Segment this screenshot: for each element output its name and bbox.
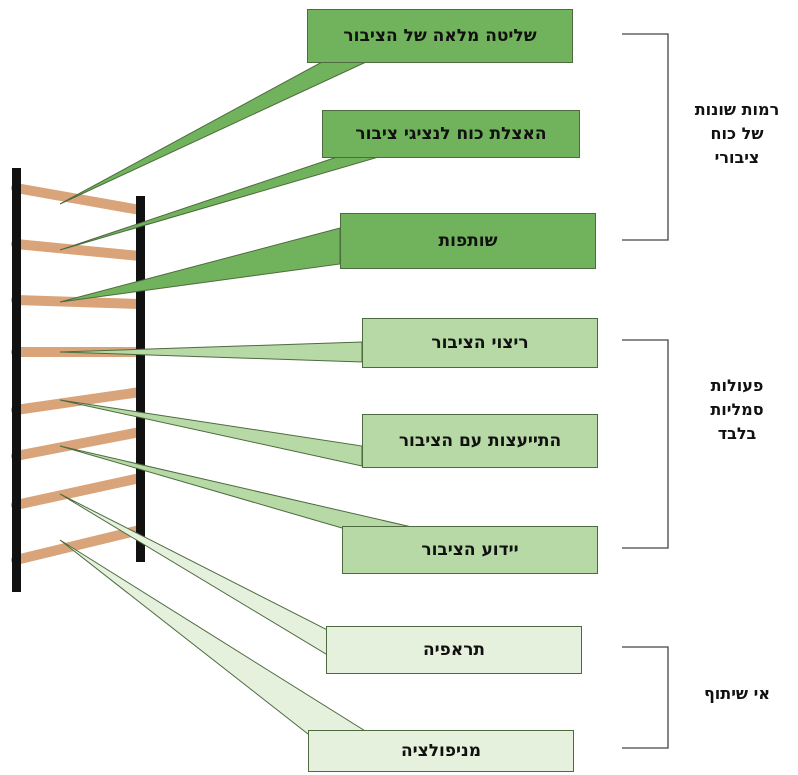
bracket-power <box>622 33 669 241</box>
ladder-rung <box>11 387 145 415</box>
rung-therapy: תראפיה <box>326 626 582 674</box>
bracket-nonparticipation <box>622 646 669 749</box>
rung-delegated-power: האצלת כוח לנציגי ציבור <box>322 110 580 158</box>
ladder-rungs <box>11 183 145 565</box>
callout-pointers <box>59 61 417 735</box>
rung-manipulation: מניפולציה <box>308 730 574 772</box>
ladder-rung <box>11 427 145 461</box>
ladder-rung <box>11 473 145 510</box>
group-label-power: רמות שונות של כוח ציבורי <box>694 100 780 167</box>
rung-consultation: התייעצות עם הציבור <box>362 414 598 468</box>
group-brackets <box>622 33 669 749</box>
rung-partnership: שותפות <box>340 213 596 269</box>
callout-pointer <box>59 227 341 303</box>
group-label-tokenism: פעולות סמליות בלבד <box>710 376 764 443</box>
ladder-left-rail <box>12 168 21 592</box>
ladder-illustration <box>11 168 145 592</box>
bracket-tokenism <box>622 339 669 549</box>
ladder-rung <box>11 239 145 261</box>
rung-citizen-control: שליטה מלאה של הציבור <box>307 9 573 63</box>
group-label-nonparticipation: אי שיתוף <box>704 684 770 703</box>
ladder-rung <box>11 525 145 565</box>
callout-pointer <box>59 341 363 363</box>
ladder-rung <box>11 295 145 309</box>
rung-placation: ריצוי הציבור <box>362 318 598 368</box>
ladder-rung <box>11 183 145 215</box>
ladder-right-rail <box>136 196 145 562</box>
rung-informing: יידוע הציבור <box>342 526 598 574</box>
callout-pointer <box>59 61 367 205</box>
